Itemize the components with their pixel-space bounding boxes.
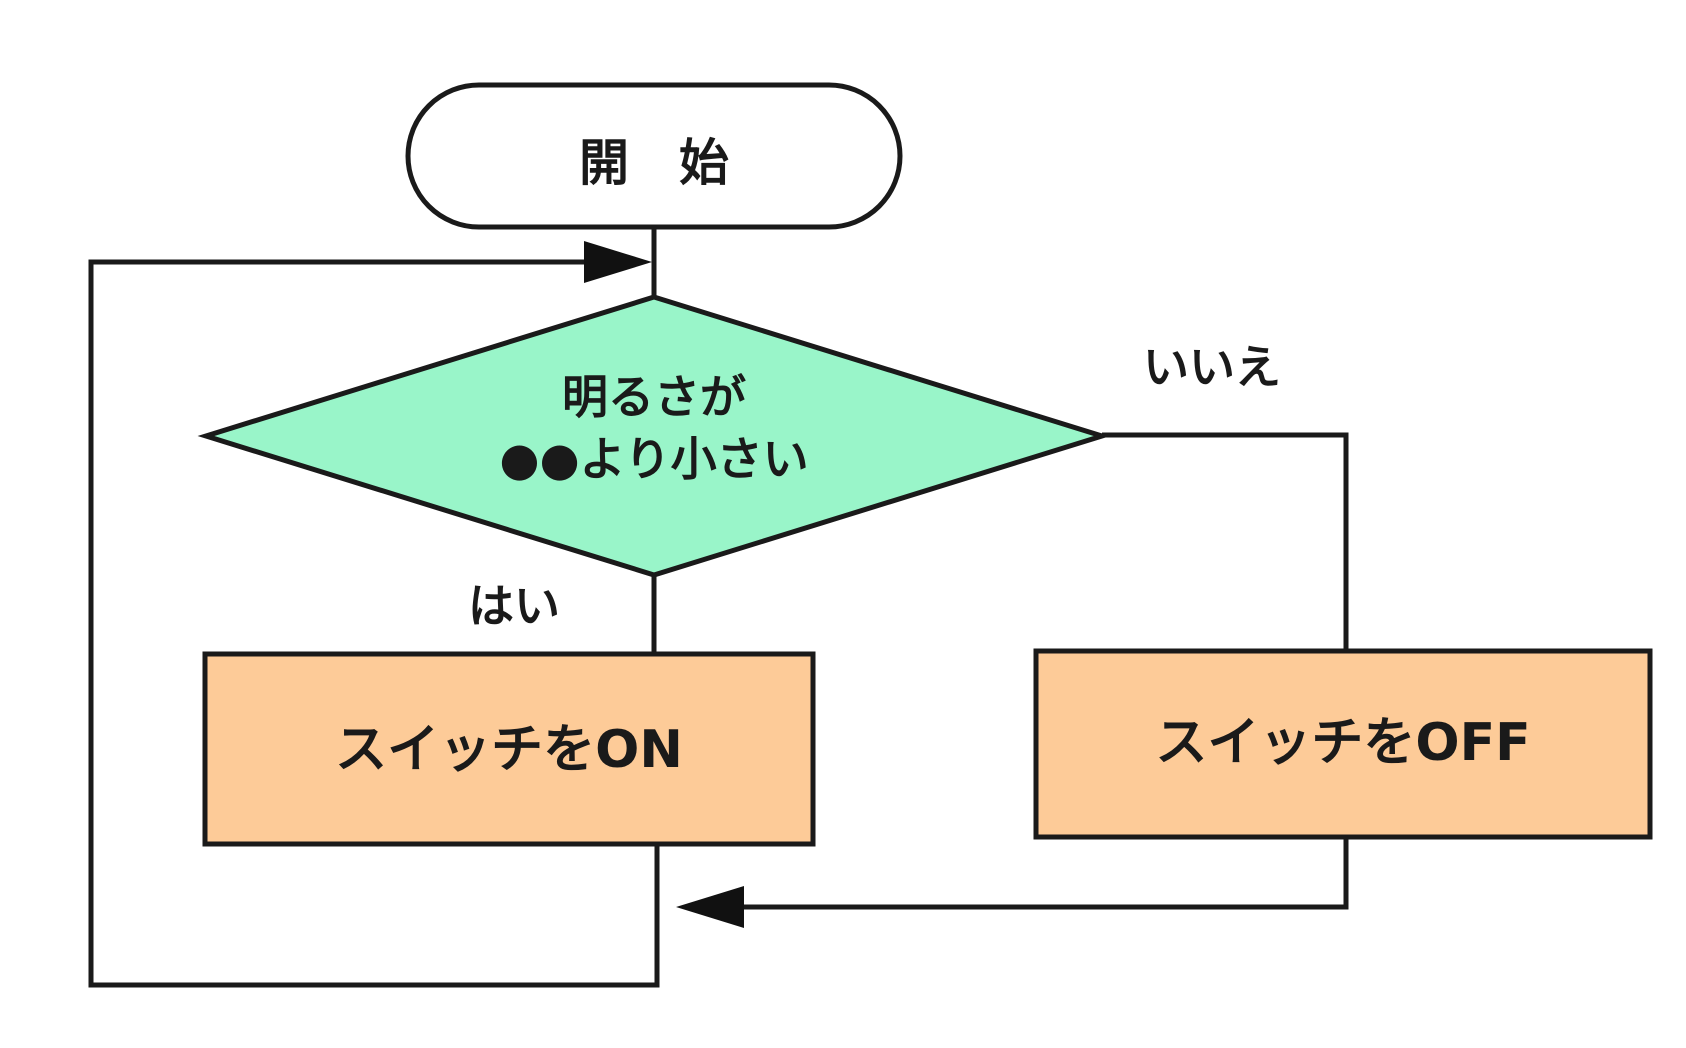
loop-back-line <box>88 259 660 988</box>
switch-off-box <box>1033 648 1653 840</box>
switch-on-label: スイッチをON <box>335 720 683 780</box>
decision-node: 明るさが ●●より小さい <box>197 294 1111 578</box>
no-branch-connector <box>1102 432 1349 651</box>
switch-off-label: スイッチをOFF <box>1155 713 1530 773</box>
decision-label-line1: 明るさが <box>562 370 746 424</box>
start-terminal: 開 始 <box>405 82 903 230</box>
yes-label: はい <box>468 579 560 633</box>
no-label: いいえ <box>1143 340 1281 394</box>
merge-arrowhead <box>676 886 744 928</box>
off-merge-line <box>740 837 1349 910</box>
decision-label-line2: ●●より小さい <box>499 432 808 486</box>
loop-back-arrowhead <box>584 241 652 283</box>
switch-on-box <box>202 651 816 847</box>
switch-on-node: スイッチをON <box>202 651 816 847</box>
start-label: 開 始 <box>579 134 729 192</box>
switch-off-node: スイッチをOFF <box>1033 648 1653 840</box>
